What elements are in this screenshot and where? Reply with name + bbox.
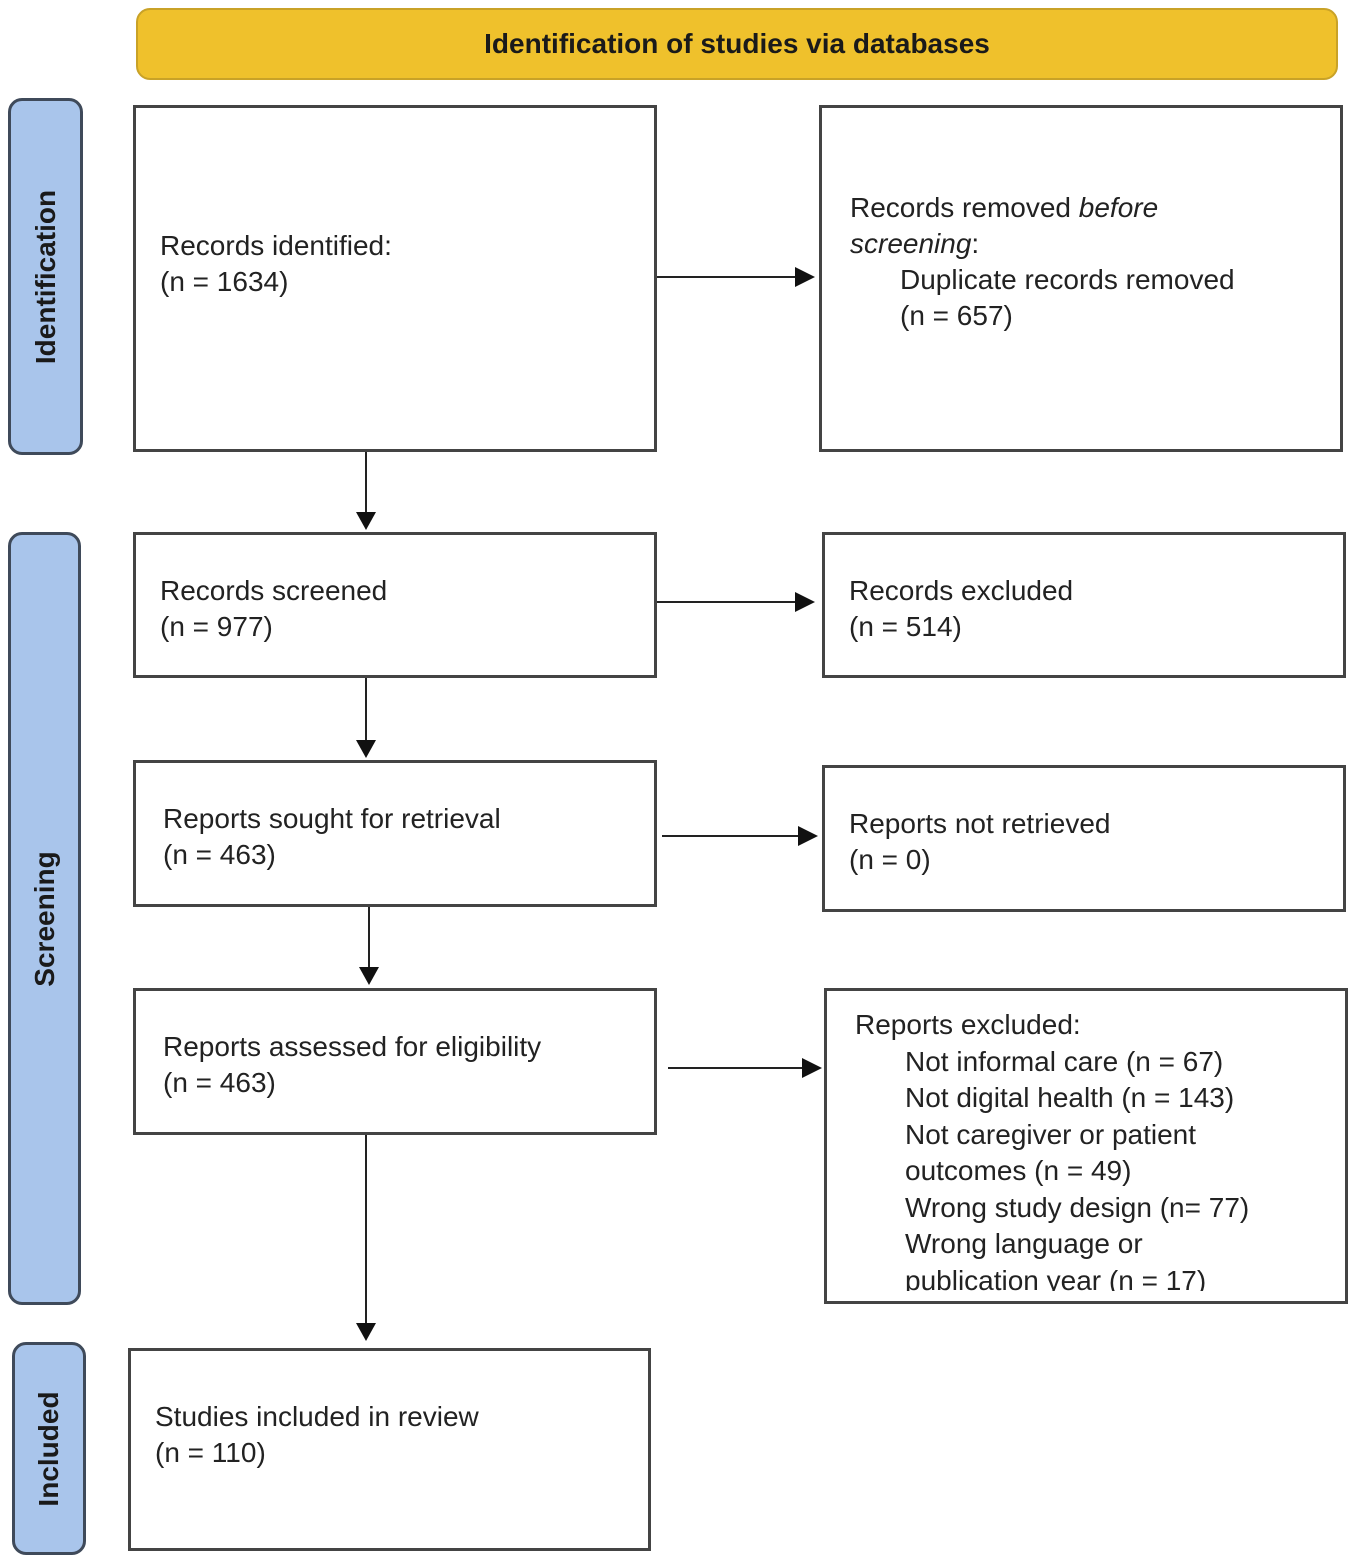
box-records-excluded: Records excluded (n = 514) (822, 532, 1346, 678)
box-count: (n = 657) (900, 300, 1013, 331)
box-text: Records excluded (849, 575, 1074, 606)
exclusion-reason: Wrong study design (n= 77) (905, 1191, 1250, 1223)
arrow-right-icon (802, 1058, 822, 1078)
box-records-removed: Records removed before screening: Duplic… (819, 105, 1343, 452)
box-count: (n = 0) (849, 844, 931, 875)
box-text: : (971, 228, 980, 259)
phase-identification: Identification (8, 98, 83, 455)
phase-label: Identification (29, 189, 61, 364)
box-text: Records removed (850, 192, 1079, 223)
box-text: Reports not retrieved (849, 808, 1111, 839)
box-reports-excluded: Reports excluded: Not informal care (n =… (824, 988, 1348, 1304)
box-records-screened: Records screened (n = 977) (133, 532, 657, 678)
box-text: Studies included in review (155, 1401, 479, 1432)
box-reports-sought: Reports sought for retrieval (n = 463) (133, 760, 657, 907)
box-reports-assessed: Reports assessed for eligibility (n = 463… (133, 988, 657, 1135)
box-text: Duplicate records removed (900, 264, 1235, 295)
exclusion-reason: outcomes (n = 49) (905, 1155, 1132, 1186)
box-text: Reports assessed for eligibility (163, 1031, 542, 1062)
arrow-down-icon (356, 1323, 376, 1341)
box-text-italic: screening (850, 228, 972, 259)
phase-included: Included (12, 1342, 86, 1555)
arrow-right-icon (795, 267, 815, 287)
exclusion-reason: Not informal care (n = 67) (905, 1045, 1224, 1077)
phase-label: Included (33, 1390, 64, 1507)
box-records-identified: Records identified: (n = 1634) (133, 105, 657, 452)
box-text: Records screened (160, 575, 388, 606)
exclusion-reason: Not caregiver or patient (905, 1118, 1197, 1150)
arrow-right-icon (795, 592, 815, 612)
box-reports-not-retrieved: Reports not retrieved (n = 0) (822, 765, 1346, 912)
arrow-line (365, 1135, 367, 1325)
arrow-line (668, 1067, 804, 1069)
box-studies-included: Studies included in review (n = 110) (128, 1348, 651, 1551)
exclusion-reason: Not digital health (n = 143) (905, 1082, 1235, 1113)
box-count: (n = 463) (163, 839, 276, 870)
box-count: (n = 977) (160, 611, 273, 642)
box-count: (n = 110) (155, 1437, 266, 1468)
arrow-line (657, 276, 797, 278)
phase-label: Screening (28, 850, 60, 987)
box-text: Reports sought for retrieval (163, 803, 501, 834)
arrow-line (368, 907, 370, 969)
box-text: Reports excluded: (855, 1009, 1081, 1040)
box-text-italic: before (1078, 192, 1159, 223)
arrow-line (365, 678, 367, 742)
arrow-line (365, 452, 367, 514)
header-identification-banner: Identification of studies via databases (136, 8, 1338, 80)
box-count: (n = 1634) (160, 266, 289, 297)
box-count: (n = 463) (163, 1067, 276, 1098)
arrow-line (657, 601, 797, 603)
arrow-down-icon (356, 740, 376, 758)
arrow-down-icon (356, 512, 376, 530)
exclusion-reason: Wrong language or (905, 1228, 1143, 1259)
header-title: Identification of studies via databases (484, 28, 990, 59)
arrow-line (662, 835, 800, 837)
arrow-down-icon (359, 967, 379, 985)
exclusion-reason: publication year (n = 17) (905, 1264, 1207, 1292)
phase-screening: Screening (8, 532, 81, 1305)
box-count: (n = 514) (849, 611, 962, 642)
box-text: Records identified: (160, 230, 392, 261)
arrow-right-icon (798, 826, 818, 846)
